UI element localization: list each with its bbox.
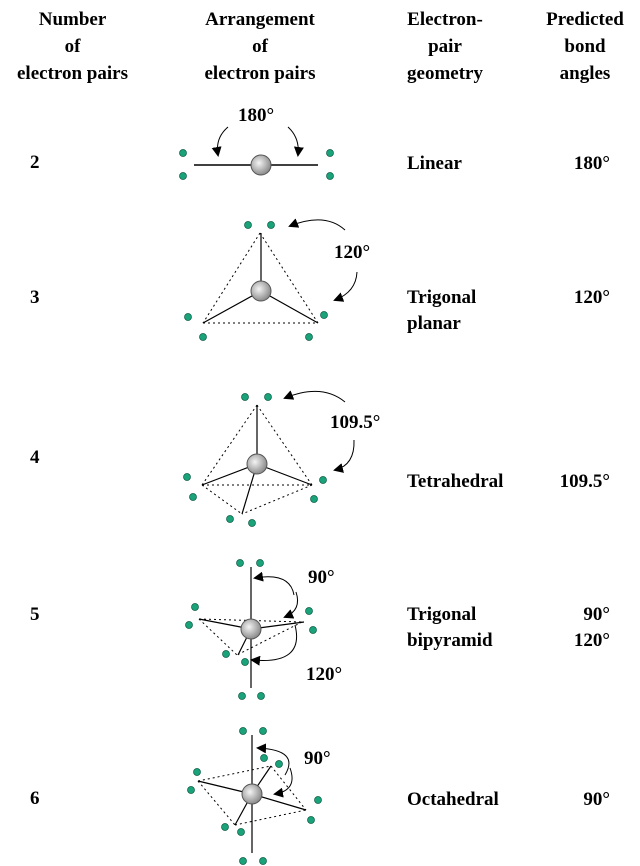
row-4-geometry: Tetrahedral xyxy=(407,471,504,492)
angle-arrow-icon xyxy=(250,624,297,666)
row-4-angles: 109.5° xyxy=(559,471,610,492)
row-6-geometry: Octahedral xyxy=(407,789,499,810)
electron-pair-icon xyxy=(179,149,334,180)
header-geometry: Electron- pair geometry xyxy=(407,9,483,84)
atom-icon xyxy=(241,783,263,805)
angle-label-90: 90° xyxy=(308,567,335,588)
row-3-geometry: Trigonal planar xyxy=(407,287,477,334)
row-5-geometry: Trigonal bipyramid xyxy=(407,604,493,651)
header-angles: Predicted bond angles xyxy=(546,9,624,84)
octahedral-diagram: 90° xyxy=(187,727,331,865)
atom-icon xyxy=(240,618,262,640)
angle-arrow-icon xyxy=(283,591,299,619)
angle-label-120: 120° xyxy=(306,664,342,685)
angle-arrow-icon xyxy=(253,571,295,596)
row-3-angles: 120° xyxy=(573,287,610,308)
trigonal-planar-diagram: 120° xyxy=(184,218,370,341)
angle-label: 180° xyxy=(238,105,274,126)
linear-diagram: 180° xyxy=(179,105,334,180)
angle-arrow-icon xyxy=(333,271,358,302)
angle-arrow-icon xyxy=(256,743,290,776)
header-arrangement: Arrangement of electron pairs xyxy=(204,9,316,84)
angle-label: 120° xyxy=(334,242,370,263)
tetrahedral-diagram: 109.5° xyxy=(183,390,380,527)
angle-arrow-icon xyxy=(211,126,229,157)
atom-icon xyxy=(250,280,272,302)
atom-icon xyxy=(246,453,268,475)
row-5-number: 5 xyxy=(30,604,40,625)
row-2-number: 2 xyxy=(30,152,40,173)
row-6-number: 6 xyxy=(30,788,40,809)
header-number: Number of electron pairs xyxy=(17,9,128,84)
angle-arrow-icon xyxy=(283,390,346,403)
electron-pair-icon xyxy=(183,393,327,527)
electron-pair-icon xyxy=(187,727,322,865)
row-3-number: 3 xyxy=(30,287,40,308)
row-6-angles: 90° xyxy=(583,789,610,810)
row-4-number: 4 xyxy=(30,447,40,468)
atom-icon xyxy=(250,154,272,176)
row-5-angles: 90° 120° xyxy=(573,604,610,651)
row-2-geometry: Linear xyxy=(407,153,462,174)
angle-label: 109.5° xyxy=(330,412,380,433)
electron-pair-icon xyxy=(184,221,328,341)
electron-pair-icon xyxy=(185,559,317,700)
angle-arrow-icon xyxy=(288,218,346,231)
angle-arrow-icon xyxy=(333,439,355,473)
row-2-angles: 180° xyxy=(573,153,610,174)
angle-arrow-icon xyxy=(273,767,293,798)
angle-label: 90° xyxy=(304,748,331,769)
trigonal-bipyramid-diagram: 90° 120° xyxy=(185,559,342,700)
angle-arrow-icon xyxy=(287,126,304,157)
